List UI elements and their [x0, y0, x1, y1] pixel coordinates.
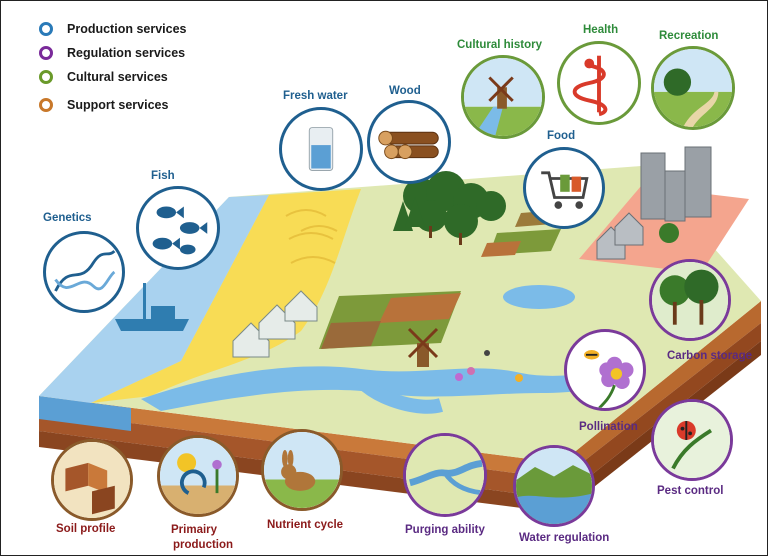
wood-label: Wood: [389, 85, 421, 97]
trees-carbon-icon: [649, 259, 731, 341]
rabbit-icon: [261, 429, 343, 511]
primary-production-label-line1: Primairy: [171, 524, 218, 536]
legend-production: Production services: [39, 19, 187, 39]
purging-ability-label: Purging ability: [405, 524, 485, 536]
cultural-history-label: Cultural history: [457, 39, 542, 51]
legend-label: Support services: [67, 98, 169, 112]
carbon-storage-label: Carbon storage: [667, 350, 752, 362]
health-label: Health: [583, 24, 619, 36]
water-regulation-label: Water regulation: [519, 532, 610, 544]
primary-production-label-line2: production: [173, 539, 234, 551]
food-label: Food: [547, 130, 576, 142]
ladybug-icon: [651, 399, 733, 481]
fish-icon: [136, 186, 220, 270]
legend-label: Production services: [67, 22, 187, 36]
fresh-water-label: Fresh water: [283, 90, 348, 102]
soil-profile-label: Soil profile: [56, 523, 116, 535]
bee-flower-icon: [564, 329, 646, 411]
pollination-label: Pollination: [579, 421, 638, 433]
soil-blocks-icon: [51, 439, 133, 521]
health-caduceus-icon: [557, 41, 641, 125]
legend-ring-icon: [39, 98, 53, 112]
fish-label: Fish: [151, 170, 175, 182]
recreation-label: Recreation: [659, 30, 719, 42]
nutrient-cycle-label: Nutrient cycle: [267, 519, 344, 531]
legend-ring-icon: [39, 46, 53, 60]
river-branches-icon: [403, 433, 487, 517]
genetics-label: Genetics: [43, 212, 92, 224]
logs-icon: [367, 100, 451, 184]
shopping-cart-icon: [523, 147, 605, 229]
water-regulation-icon: [513, 445, 595, 527]
legend-label: Regulation services: [67, 46, 186, 60]
path-landscape-icon: [651, 46, 735, 130]
legend-cultural: Cultural services: [39, 67, 168, 87]
legend-ring-icon: [39, 70, 53, 84]
sun-plant-cycle-icon: [157, 435, 239, 517]
legend-regulation: Regulation services: [39, 43, 185, 63]
windmill-icon: [461, 55, 545, 139]
legend-ring-icon: [39, 22, 53, 36]
pest-control-label: Pest control: [657, 485, 724, 497]
legend-label: Cultural services: [67, 70, 168, 84]
legend-support: Support services: [39, 95, 168, 115]
water-glass-icon: [279, 107, 363, 191]
dna-icon: [43, 231, 125, 313]
